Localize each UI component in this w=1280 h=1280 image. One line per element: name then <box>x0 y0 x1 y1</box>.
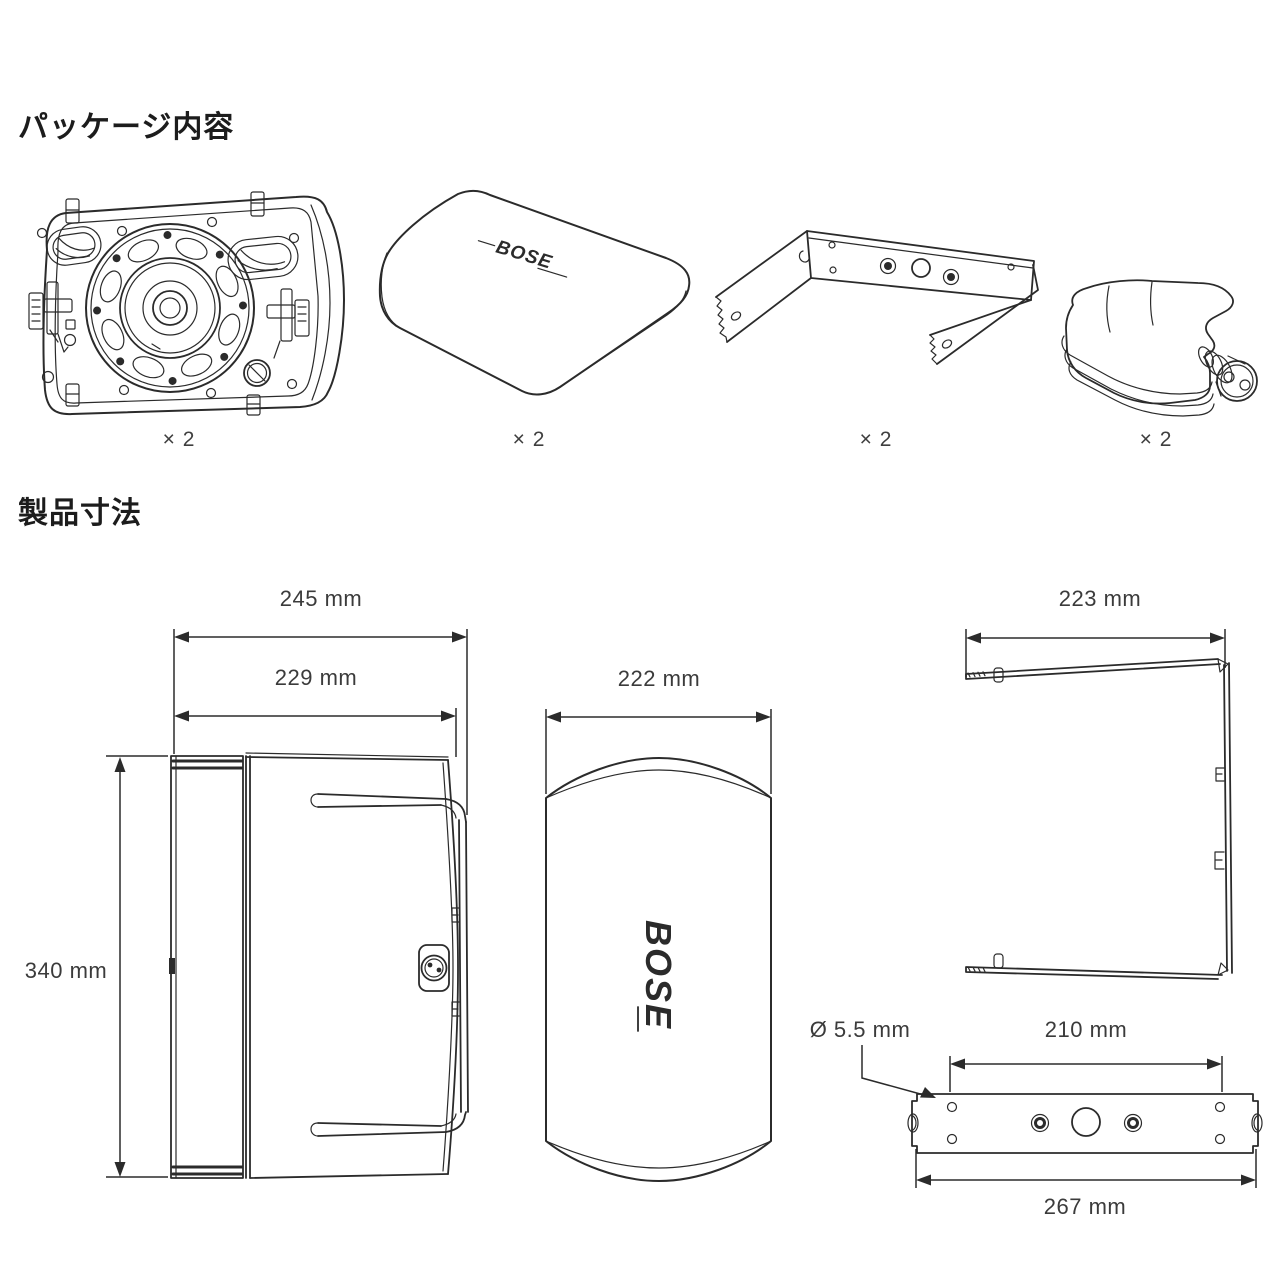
bracket-plate-dimension-drawing <box>861 1045 1263 1188</box>
dim-hole-diameter-label: Ø 5.5 mm <box>809 1017 911 1042</box>
grille-qty-label: × 2 <box>512 428 546 451</box>
bracket-side-dimension-drawing <box>965 629 1233 980</box>
speaker-front-dimension-drawing: BOSE <box>545 709 772 1182</box>
speaker-front-drawing <box>28 191 345 416</box>
grille-bose-logo: BOSE <box>493 237 555 274</box>
package-contents-heading: パッケージ内容 <box>18 111 235 144</box>
bracket-drawing <box>715 230 1039 365</box>
bracket-qty-label: × 2 <box>859 428 893 451</box>
dim-depth-cabinet-label: 229 mm <box>274 665 358 690</box>
cover-qty-label: × 2 <box>1139 428 1173 451</box>
dim-front-width-label: 222 mm <box>617 666 701 691</box>
dim-hole-spacing-label: 210 mm <box>1044 1017 1128 1042</box>
dim-depth-total-label: 245 mm <box>279 586 363 611</box>
product-dimensions-heading: 製品寸法 <box>18 497 142 530</box>
dim-height-label: 340 mm <box>24 958 108 983</box>
dim-bracket-depth-label: 223 mm <box>1058 586 1142 611</box>
speaker-side-dimension-drawing <box>106 629 469 1179</box>
front-bose-logo: BOSE <box>638 920 679 1030</box>
speaker-qty-label: × 2 <box>162 428 196 451</box>
grille-drawing: BOSE <box>378 189 691 396</box>
dim-overall-width-label: 267 mm <box>1043 1194 1127 1219</box>
wiring-cover-drawing <box>1061 279 1258 417</box>
